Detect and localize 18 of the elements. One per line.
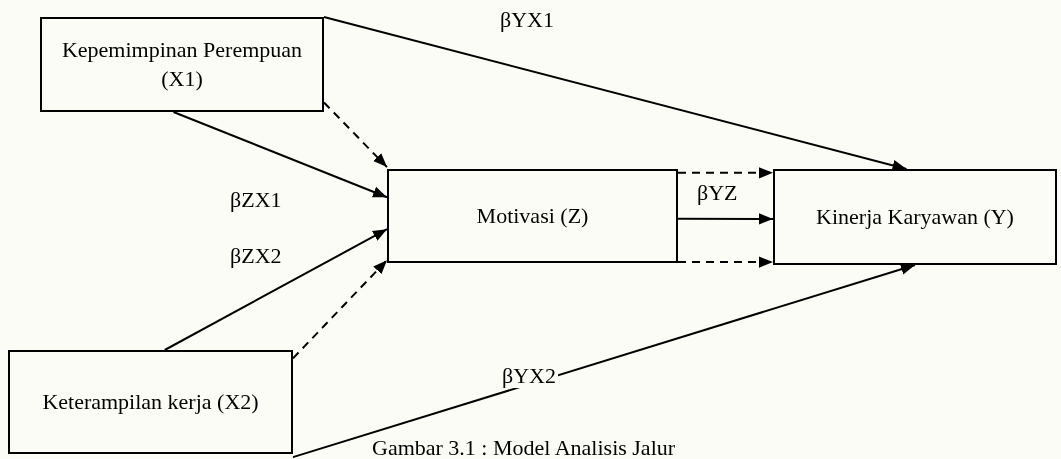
arrow (677, 213, 774, 225)
figure-caption: Gambar 3.1 : Model Analisis Jalur (372, 436, 676, 459)
variable-label: Keterampilan kerja (X2) (42, 387, 259, 416)
variable-box (387, 169, 678, 263)
variable-box (8, 350, 293, 454)
dashed-arrow (292, 259, 388, 360)
dashed-arrow (677, 167, 774, 179)
variable-box (40, 17, 324, 112)
arrow (172, 111, 388, 199)
arrow (292, 263, 916, 459)
arrow (323, 16, 908, 171)
variable-label: Kepemimpinan Perempuan (X1) (60, 35, 304, 93)
variable-label: Motivasi (Z) (476, 201, 589, 230)
arrow (163, 228, 388, 351)
dashed-arrow (323, 101, 388, 169)
variable-box (773, 169, 1057, 265)
variable-label: Kinerja Karyawan (Y) (816, 202, 1014, 231)
dashed-arrow (677, 256, 774, 268)
